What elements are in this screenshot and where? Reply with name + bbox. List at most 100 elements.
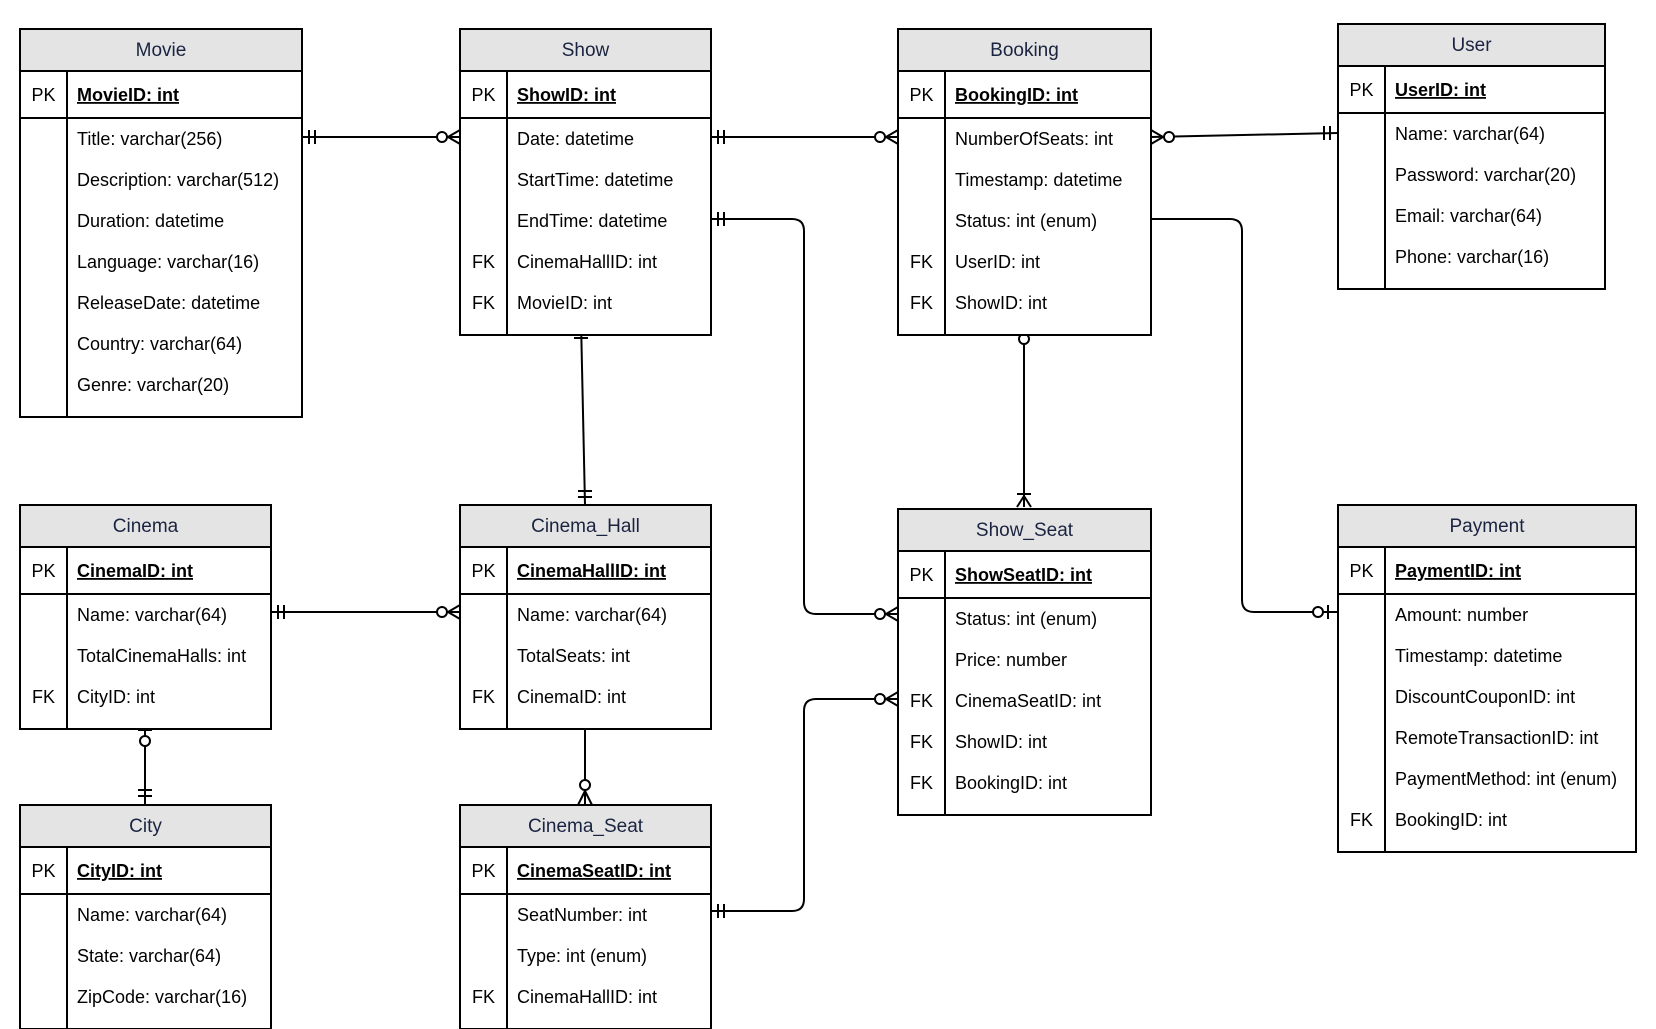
entity-pk-marker: PK bbox=[31, 861, 55, 881]
entity-box bbox=[459, 28, 712, 336]
entity-header bbox=[459, 28, 712, 72]
entity-field: DiscountCouponID: int bbox=[1395, 687, 1575, 707]
entity-fk-marker: FK bbox=[910, 293, 933, 313]
entity-pk-marker: PK bbox=[471, 561, 495, 581]
entity-field: CinemaID: int bbox=[517, 687, 626, 707]
entity-pk-marker: PK bbox=[1349, 561, 1373, 581]
entity-header bbox=[19, 28, 303, 72]
entity-pk-marker: PK bbox=[909, 565, 933, 585]
entity-field: Timestamp: datetime bbox=[955, 170, 1122, 190]
entity-field: Date: datetime bbox=[517, 129, 634, 149]
entity-field: Duration: datetime bbox=[77, 211, 224, 231]
entity-field: Price: number bbox=[955, 650, 1067, 670]
entity-fk-marker: FK bbox=[1350, 810, 1373, 830]
entity-pk-field: PaymentID: int bbox=[1395, 561, 1521, 581]
entity-fk-marker: FK bbox=[472, 293, 495, 313]
entity-header bbox=[1337, 504, 1637, 548]
entity-field: ShowID: int bbox=[955, 732, 1047, 752]
entity-fk-marker: FK bbox=[472, 252, 495, 272]
entity-header bbox=[459, 504, 712, 548]
entity-field: Description: varchar(512) bbox=[77, 170, 279, 190]
entity-field: Password: varchar(20) bbox=[1395, 165, 1576, 185]
entity-header bbox=[459, 804, 712, 848]
entity-field: Name: varchar(64) bbox=[1395, 124, 1545, 144]
entity-fk-marker: FK bbox=[910, 691, 933, 711]
entity-title: Cinema_Seat bbox=[528, 816, 644, 837]
entity-pk-field: BookingID: int bbox=[955, 85, 1078, 105]
entity-field: Name: varchar(64) bbox=[77, 905, 227, 925]
entity-field: Status: int (enum) bbox=[955, 211, 1097, 231]
entity-field: RemoteTransactionID: int bbox=[1395, 728, 1598, 748]
rel-cinemaseat-showseat bbox=[711, 691, 899, 918]
entity-field: ZipCode: varchar(16) bbox=[77, 987, 247, 1007]
entity-title: Show bbox=[562, 40, 610, 61]
entity-title: Booking bbox=[990, 40, 1059, 61]
rel-show-booking bbox=[711, 129, 899, 145]
entity-field: CityID: int bbox=[77, 687, 155, 707]
entity-field: SeatNumber: int bbox=[517, 905, 647, 925]
entity-title: Cinema_Hall bbox=[531, 516, 640, 537]
entity-field: Status: int (enum) bbox=[955, 609, 1097, 629]
entity-field: BookingID: int bbox=[1395, 810, 1507, 830]
entity-header bbox=[897, 508, 1152, 552]
entity-field: StartTime: datetime bbox=[517, 170, 673, 190]
entity-field: PaymentMethod: int (enum) bbox=[1395, 769, 1617, 789]
entity-box bbox=[1337, 23, 1606, 290]
rel-user-booking bbox=[1150, 126, 1339, 145]
entity-title: Payment bbox=[1450, 516, 1526, 537]
entity-pk-marker: PK bbox=[471, 85, 495, 105]
entity-pk-field: CinemaHallID: int bbox=[517, 561, 666, 581]
entity-field: Type: int (enum) bbox=[517, 946, 647, 966]
entity-field: Amount: number bbox=[1395, 605, 1528, 625]
entity-field: MovieID: int bbox=[517, 293, 612, 313]
entity-title: Cinema bbox=[113, 516, 179, 537]
entity-field: CinemaHallID: int bbox=[517, 252, 657, 272]
entity-field: ShowID: int bbox=[955, 293, 1047, 313]
entity-box bbox=[897, 508, 1152, 816]
entity-header bbox=[1337, 23, 1606, 67]
entity-field: EndTime: datetime bbox=[517, 211, 667, 231]
rel-show-showseat bbox=[711, 212, 899, 622]
entity-pk-field: MovieID: int bbox=[77, 85, 179, 105]
rel-movie-show bbox=[302, 129, 461, 145]
entity-field: CinemaSeatID: int bbox=[955, 691, 1101, 711]
entity-pk-marker: PK bbox=[909, 85, 933, 105]
entity-pk-field: UserID: int bbox=[1395, 80, 1486, 100]
entity-field: UserID: int bbox=[955, 252, 1040, 272]
entity-field: BookingID: int bbox=[955, 773, 1067, 793]
entity-title: User bbox=[1451, 35, 1492, 56]
entity-box bbox=[1337, 504, 1637, 853]
entity-fk-marker: FK bbox=[472, 987, 495, 1007]
entity-pk-field: ShowSeatID: int bbox=[955, 565, 1092, 585]
entity-box bbox=[897, 28, 1152, 336]
entity-pk-field: CityID: int bbox=[77, 861, 162, 881]
entity-pk-marker: PK bbox=[31, 85, 55, 105]
entity-fk-marker: FK bbox=[910, 732, 933, 752]
entity-pk-marker: PK bbox=[1349, 80, 1373, 100]
entity-field: CinemaHallID: int bbox=[517, 987, 657, 1007]
entity-field: NumberOfSeats: int bbox=[955, 129, 1113, 149]
entity-fk-marker: FK bbox=[32, 687, 55, 707]
rel-cinema-cinemahall bbox=[271, 604, 461, 620]
entity-title: Show_Seat bbox=[976, 520, 1074, 541]
entity-field: Email: varchar(64) bbox=[1395, 206, 1542, 226]
entity-field: Phone: varchar(16) bbox=[1395, 247, 1549, 267]
entity-field: Genre: varchar(20) bbox=[77, 375, 229, 395]
rel-booking-showseat bbox=[1016, 321, 1032, 508]
entity-pk-field: CinemaSeatID: int bbox=[517, 861, 671, 881]
entity-title: City bbox=[129, 816, 162, 837]
entity-header bbox=[19, 804, 272, 848]
entity-field: TotalSeats: int bbox=[517, 646, 630, 666]
entity-pk-marker: PK bbox=[471, 861, 495, 881]
